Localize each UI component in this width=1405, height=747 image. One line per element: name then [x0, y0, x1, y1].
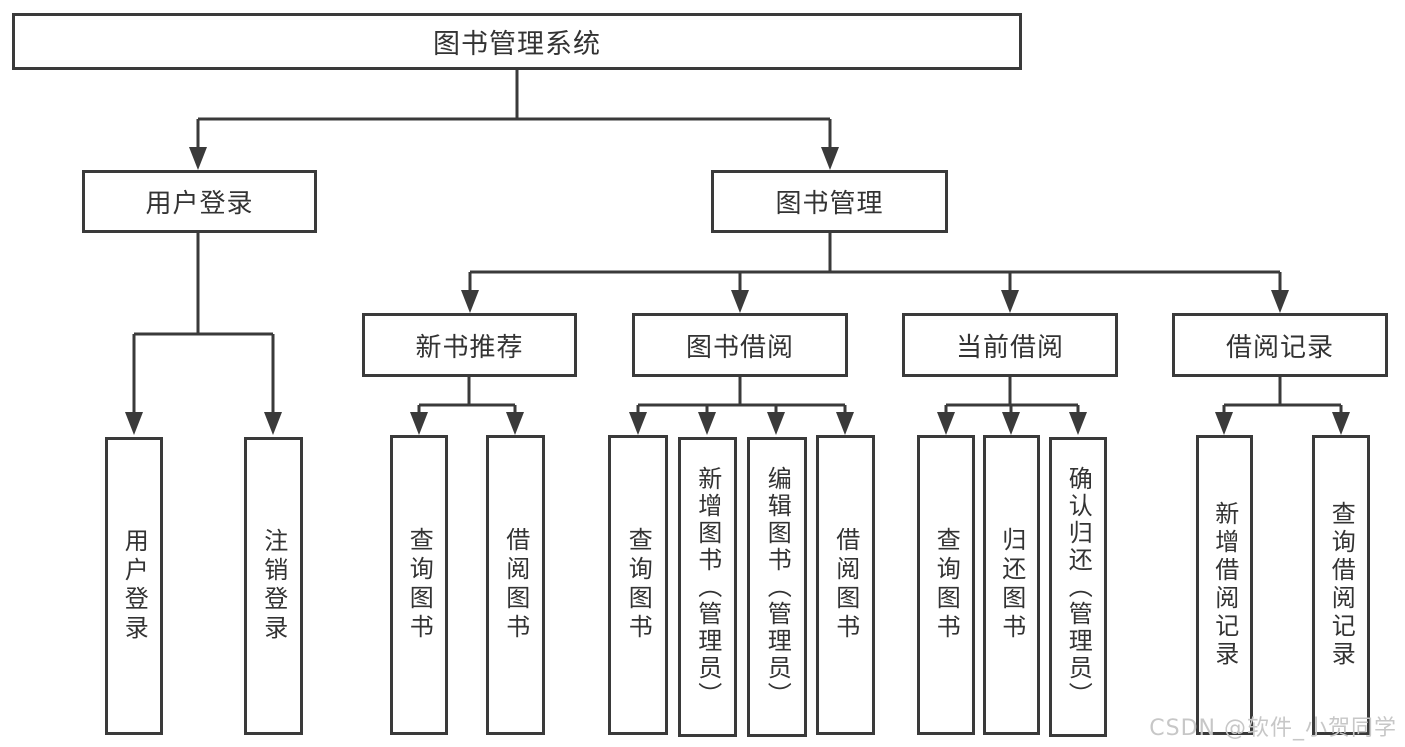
- arrowheads-level3: [461, 290, 1289, 313]
- leaf-return-book: 归还图书: [983, 435, 1040, 735]
- leaf-add-borrow-record-label: 新增借阅记录: [1210, 501, 1239, 669]
- arrowheads-borrow-records: [1215, 412, 1350, 435]
- arrowheads-book-borrow: [629, 412, 854, 435]
- arrowheads-level2: [189, 147, 839, 170]
- connector-new-book-recommend: [417, 377, 517, 413]
- node-borrow-records: 借阅记录: [1172, 313, 1388, 377]
- leaf-confirm-return-admin: 确认归还（管理员）: [1049, 437, 1107, 737]
- node-book-management: 图书管理: [711, 170, 948, 233]
- leaf-borrow-book-recommend-label: 借阅图书: [501, 527, 530, 643]
- leaf-query-book-borrow: 查询图书: [608, 435, 668, 735]
- leaf-borrow-book-recommend: 借阅图书: [486, 435, 545, 735]
- leaf-query-book-recommend-label: 查询图书: [405, 527, 434, 643]
- node-book-borrow: 图书借阅: [632, 313, 848, 377]
- arrowheads-current-borrow: [937, 412, 1087, 435]
- arrowheads-new-book-recommend: [410, 412, 524, 435]
- connector-root-to-level2: [196, 67, 832, 150]
- node-current-borrow: 当前借阅: [902, 313, 1118, 377]
- leaf-add-book-admin: 新增图书（管理员）: [678, 437, 737, 737]
- node-new-book-recommend: 新书推荐: [362, 313, 577, 377]
- node-user-login-branch: 用户登录: [82, 170, 317, 233]
- leaf-logout-label: 注销登录: [259, 528, 288, 644]
- leaf-query-book-recommend: 查询图书: [390, 435, 448, 735]
- connector-book-borrow: [636, 377, 847, 413]
- leaf-add-borrow-record: 新增借阅记录: [1196, 435, 1253, 735]
- leaf-query-book-borrow-label: 查询图书: [624, 527, 653, 643]
- leaf-borrow-book-label: 借阅图书: [831, 527, 860, 643]
- leaf-query-borrow-record: 查询借阅记录: [1312, 435, 1370, 735]
- leaf-return-book-label: 归还图书: [997, 527, 1026, 643]
- connector-current-borrow: [944, 377, 1080, 413]
- leaf-borrow-book: 借阅图书: [816, 435, 875, 735]
- arrowheads-user-login-branch: [125, 412, 282, 435]
- leaf-user-login: 用户登录: [105, 437, 163, 735]
- node-root-library-system: 图书管理系统: [12, 13, 1022, 70]
- leaf-query-borrow-record-label: 查询借阅记录: [1327, 501, 1356, 669]
- leaf-edit-book-admin-label: 编辑图书（管理员）: [763, 465, 792, 709]
- connector-book-mgmt-to-level3: [468, 233, 1282, 292]
- leaf-edit-book-admin: 编辑图书（管理员）: [747, 437, 807, 737]
- leaf-add-book-admin-label: 新增图书（管理员）: [693, 465, 722, 709]
- leaf-query-book-current-label: 查询图书: [932, 527, 961, 643]
- leaf-confirm-return-admin-label: 确认归还（管理员）: [1064, 465, 1093, 709]
- connector-user-login-branch: [132, 233, 275, 413]
- leaf-logout: 注销登录: [244, 437, 303, 735]
- leaf-user-login-label: 用户登录: [120, 528, 149, 644]
- leaf-query-book-current: 查询图书: [917, 435, 975, 735]
- connector-borrow-records: [1222, 377, 1343, 413]
- csdn-watermark: CSDN @软件_小贺同学: [1149, 716, 1397, 741]
